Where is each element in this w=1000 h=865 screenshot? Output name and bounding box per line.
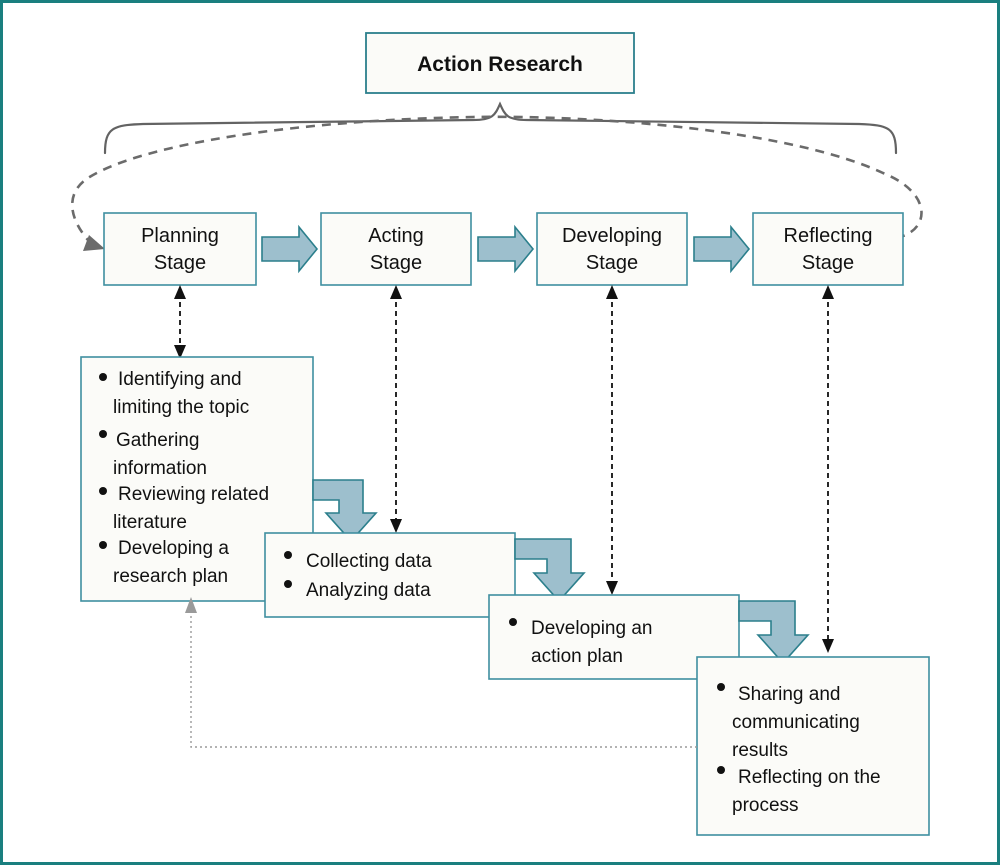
arrowhead-up: [174, 285, 186, 299]
detail-bullet-line: communicating: [732, 712, 860, 733]
stage-label-line2: Stage: [802, 252, 854, 274]
feedback-loop-top: [70, 115, 923, 251]
detail-bullet-line: Gathering: [116, 430, 199, 451]
connector-planning-to-details: [174, 285, 186, 359]
bullet-dot: [99, 430, 107, 438]
arrowhead-up: [390, 285, 402, 299]
arrowhead-down: [390, 519, 402, 533]
bullet-dot: [509, 618, 517, 626]
elbow-arrow-acting-to-developing-details: [514, 538, 586, 603]
detail-bullet-line: limiting the topic: [113, 397, 249, 418]
bullet-dot: [284, 551, 292, 559]
detail-bullet-line: Developing a: [118, 538, 229, 559]
detail-bullet-line: Developing an: [531, 618, 652, 639]
stage-box-developing[interactable]: Developing Stage: [536, 212, 688, 286]
stage-label-line2: Stage: [370, 252, 422, 274]
detail-bullet-line: Reflecting on the: [738, 767, 881, 788]
connector-reflecting-to-details: [822, 285, 834, 653]
arrowhead-down: [822, 639, 834, 653]
feedback-return-arrowhead: [185, 597, 197, 613]
arrowhead-up: [606, 285, 618, 299]
detail-bullet-line: information: [113, 458, 207, 479]
stage-label-line2: Stage: [154, 252, 206, 274]
bullet-dot: [717, 683, 725, 691]
elbow-arrow-planning-to-acting-details: [312, 479, 378, 543]
title-box: Action Research: [365, 32, 635, 94]
connector-developing-to-details: [606, 285, 618, 595]
detail-box-reflecting[interactable]: Sharing and communicating results Reflec…: [696, 656, 930, 836]
detail-bullet-line: literature: [113, 512, 187, 533]
bullet-dot: [99, 487, 107, 495]
stage-label-line1: Planning: [141, 225, 219, 247]
bullet-dot: [99, 541, 107, 549]
stage-label-line2: Stage: [586, 252, 638, 274]
page-title: Action Research: [417, 53, 583, 76]
detail-bullet-line: Identifying and: [118, 369, 242, 390]
stage-box-planning[interactable]: Planning Stage: [103, 212, 257, 286]
bullet-dot: [99, 373, 107, 381]
bullet-dot: [717, 766, 725, 774]
diagram-canvas: Action Research Planning Stage Acting St…: [70, 32, 930, 836]
detail-bullet-line: Collecting data: [306, 551, 432, 572]
detail-bullet-line: Analyzing data: [306, 580, 431, 601]
arrowhead-down: [606, 581, 618, 595]
arrowhead-down: [174, 345, 186, 359]
detail-bullet-line: Reviewing related: [118, 484, 269, 505]
detail-bullet-line: action plan: [531, 646, 623, 667]
feedback-return-bottom: [185, 597, 697, 748]
stage-label-line1: Developing: [562, 225, 662, 247]
connector-acting-to-details: [390, 285, 402, 533]
feedback-loop-arrowhead: [83, 235, 105, 251]
arrowhead-up: [822, 285, 834, 299]
detail-box-acting[interactable]: Collecting data Analyzing data: [264, 532, 516, 618]
elbow-arrow-developing-to-reflecting-details: [738, 600, 810, 665]
block-arrow-acting-to-developing: [477, 224, 535, 274]
detail-bullet-line: process: [732, 795, 799, 816]
block-arrow-planning-to-acting: [261, 224, 319, 274]
bullet-dot: [284, 580, 292, 588]
detail-bullet-line: Sharing and: [738, 684, 840, 705]
detail-bullet-line: research plan: [113, 566, 228, 587]
stage-box-acting[interactable]: Acting Stage: [320, 212, 472, 286]
block-arrow-developing-to-reflecting: [693, 224, 751, 274]
stage-box-reflecting[interactable]: Reflecting Stage: [752, 212, 904, 286]
stage-label-line1: Acting: [368, 225, 424, 247]
detail-bullet-line: results: [732, 740, 788, 761]
brace-icon: [103, 101, 898, 155]
stage-label-line1: Reflecting: [784, 225, 873, 247]
